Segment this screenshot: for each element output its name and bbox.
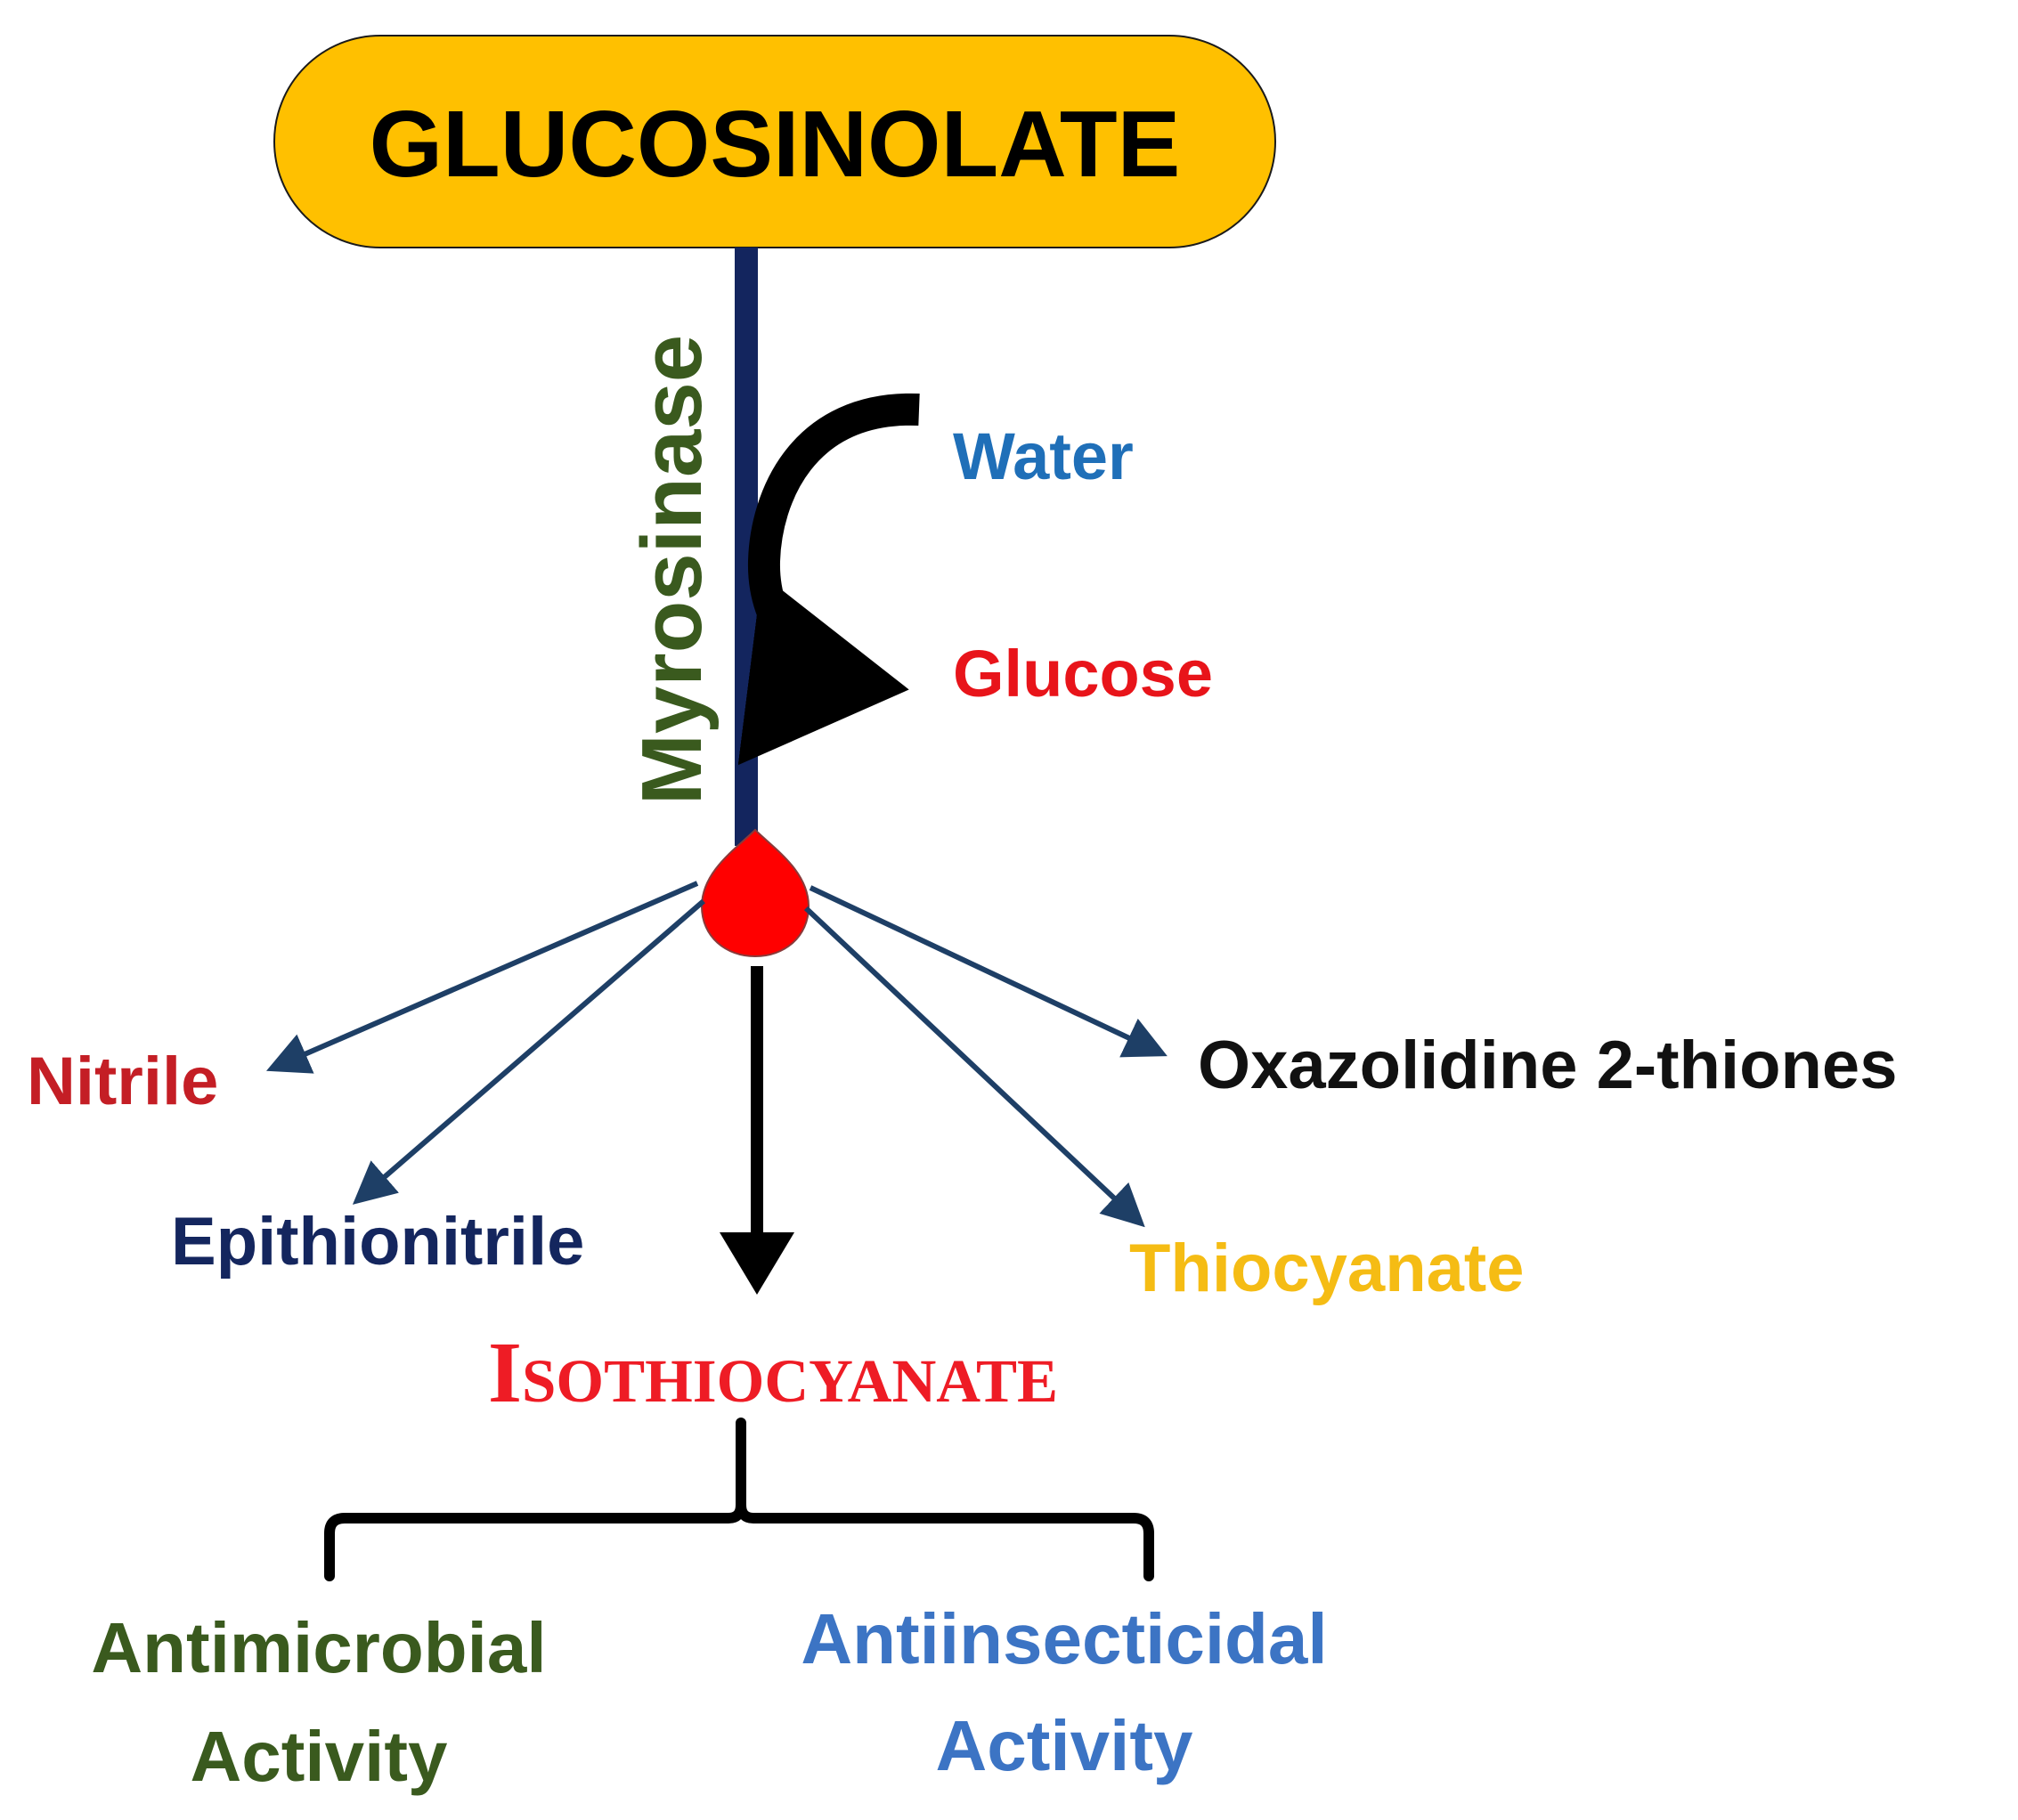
- glucosinolate-node: [273, 35, 1276, 248]
- antiinsecticidal-line1: Antiinsecticidal: [801, 1599, 1327, 1678]
- antimicrobial-line2: Activity: [191, 1717, 448, 1796]
- glucosinolate-label: GLUCOSINOLATE: [370, 92, 1181, 197]
- nitrile-label: Nitrile: [27, 1044, 218, 1119]
- oxazolidine-label: Oxazolidine 2-thiones: [1198, 1028, 1897, 1103]
- arrow-to-thiocyanate: [803, 906, 1145, 1228]
- arrow-to-epithionitrile: [352, 898, 705, 1205]
- thiocyanate-label: Thiocyanate: [1129, 1231, 1524, 1306]
- arrow-to-oxazolidine: [809, 885, 1168, 1058]
- antimicrobial-line1: Antimicrobial: [91, 1608, 546, 1687]
- isothiocyanate-label: Isothiocyanate: [488, 1325, 1058, 1421]
- activity-bracket: [324, 1418, 1154, 1581]
- glucose-label: Glucose: [953, 637, 1213, 711]
- hydrolysis-curved-arrow: [737, 393, 920, 766]
- epithionitrile-label: Epithionitrile: [171, 1204, 584, 1280]
- arrow-to-nitrile: [265, 881, 699, 1074]
- myrosinase-label: Myrosinase: [624, 335, 720, 805]
- water-label: Water: [953, 419, 1134, 493]
- antiinsecticidal-line2: Activity: [936, 1706, 1193, 1785]
- hub-drop: [700, 828, 810, 958]
